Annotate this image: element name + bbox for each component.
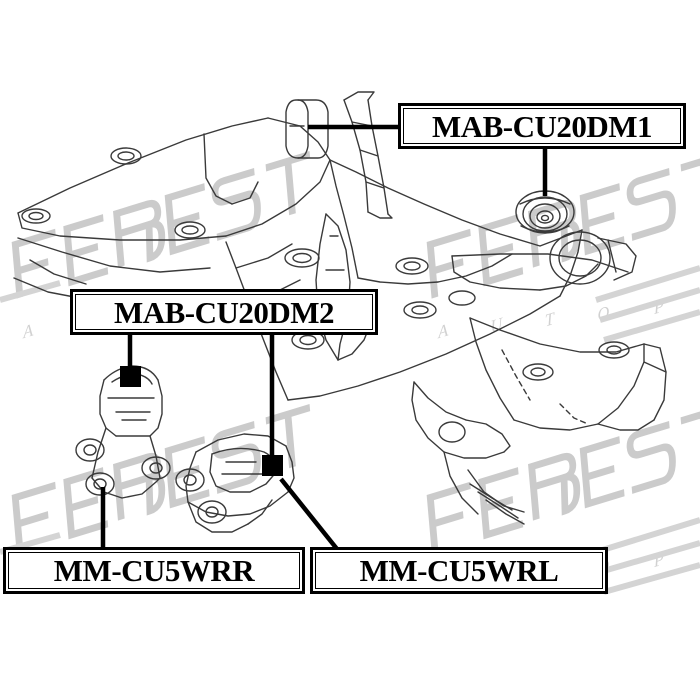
leader-marker-dm2-left (120, 366, 141, 387)
part-label-mm-cu5wrr[interactable]: MM-CU5WRR (3, 547, 305, 594)
leader-wrl (279, 477, 339, 551)
part-label-text: MM-CU5WRL (359, 553, 559, 588)
leader-marker-dm2-right (262, 455, 283, 476)
right-subframe-rail (469, 317, 667, 431)
lower-fins (469, 483, 525, 525)
right-trailing-arm (451, 231, 637, 291)
part-label-text: MAB-CU20DM1 (431, 108, 653, 144)
part-label-mab-cu20dm2[interactable]: MAB-CU20DM2 (70, 289, 378, 335)
part-label-mab-cu20dm1[interactable]: MAB-CU20DM1 (398, 103, 686, 149)
engine-mount-left-bracket (175, 433, 295, 533)
leader-markers (120, 366, 283, 476)
part-label-text: MM-CU5WRR (53, 553, 255, 588)
engine-mount-right-bracket (75, 365, 171, 499)
part-label-text: MAB-CU20DM2 (113, 294, 335, 330)
upper-left-control-arm (17, 117, 331, 241)
part-label-mm-cu5wrl[interactable]: MM-CU5WRL (310, 547, 608, 594)
rear-subframe-body (225, 159, 583, 401)
